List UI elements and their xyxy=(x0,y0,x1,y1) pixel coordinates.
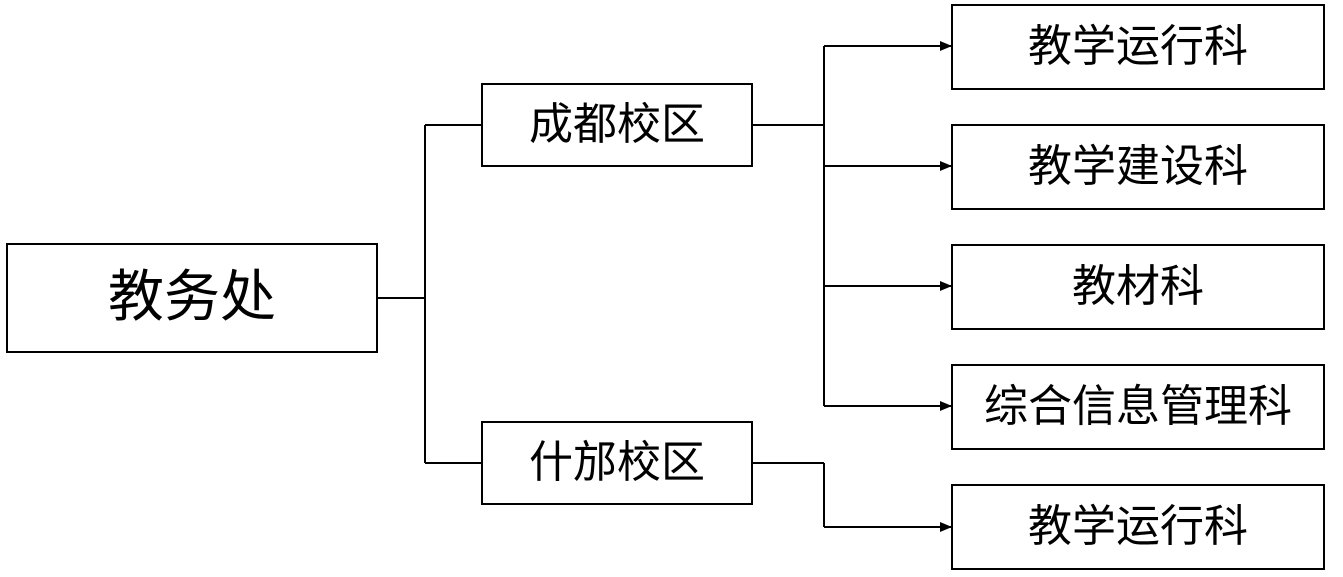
leaf-node-teaching-operations: 教学运行科 xyxy=(951,4,1325,90)
leaf-node-teaching-construction: 教学建设科 xyxy=(951,124,1325,210)
leaf-node-textbook: 教材科 xyxy=(951,244,1325,330)
branch-node-label: 成都校区 xyxy=(529,99,705,150)
branch-node-chengdu: 成都校区 xyxy=(481,83,753,167)
leaf-node-label: 教学运行科 xyxy=(1028,501,1248,552)
leaf-node-label: 教学建设科 xyxy=(1028,141,1248,192)
leaf-node-label: 教材科 xyxy=(1072,261,1204,312)
branch-node-label: 什邡校区 xyxy=(529,437,705,488)
leaf-node-label: 教学运行科 xyxy=(1028,21,1248,72)
leaf-node-label: 综合信息管理科 xyxy=(984,381,1292,432)
root-node-label: 教务处 xyxy=(108,265,276,330)
leaf-node-info-management: 综合信息管理科 xyxy=(951,364,1325,450)
leaf-node-shifang-teaching-operations: 教学运行科 xyxy=(951,484,1325,570)
branch-node-shifang: 什邡校区 xyxy=(481,421,753,505)
root-node-box: 教务处 xyxy=(6,243,378,353)
